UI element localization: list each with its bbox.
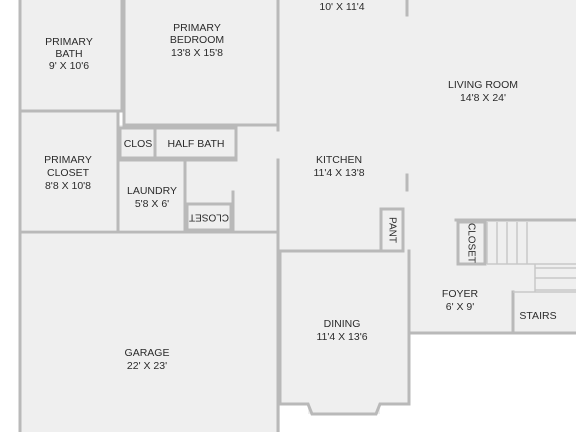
stairs-name: STAIRS <box>519 310 556 322</box>
garage-dims: 22' X 23' <box>127 360 167 372</box>
room-labels: 10' X 11'4 PRIMARY BATH 9' X 10'6 PRIMAR… <box>44 1 556 372</box>
primary-bath-dims: 9' X 10'6 <box>49 60 89 72</box>
closet-foyer-name: CLOSET <box>465 223 476 263</box>
primary-bedroom-name2: BEDROOM <box>170 34 224 46</box>
floor-primary-bedroom <box>124 0 278 125</box>
primary-bedroom-dims: 13'8 X 15'8 <box>171 47 223 59</box>
living-room-dims: 14'8 X 24' <box>460 92 506 104</box>
wall-half-bath <box>153 126 238 160</box>
pant-name: PANT <box>386 217 397 243</box>
clos-name: CLOS <box>124 138 153 150</box>
half-bath-name: HALF BATH <box>168 138 225 150</box>
primary-bath-name: PRIMARY <box>45 36 93 48</box>
primary-closet-dims: 8'8 X 10'8 <box>45 180 91 192</box>
garage-name: GARAGE <box>125 347 170 359</box>
primary-bath-name2: BATH <box>55 48 82 60</box>
walls <box>18 0 576 432</box>
primary-closet-name: PRIMARY <box>44 154 92 166</box>
wall-closet-small <box>185 202 233 232</box>
exterior-right <box>409 333 576 432</box>
stair-treads <box>486 222 576 293</box>
wall-pantry <box>379 207 405 253</box>
floor-areas <box>20 0 576 432</box>
floor-garage <box>20 232 278 432</box>
dining-dims: 11'4 X 13'6 <box>316 331 367 343</box>
living-room-name: LIVING ROOM <box>448 79 518 91</box>
primary-bedroom-name: PRIMARY <box>173 22 221 34</box>
floor-core <box>118 125 278 230</box>
wall-dining-bottom <box>278 402 411 416</box>
kitchen-dims: 11'4 X 13'8 <box>313 167 364 179</box>
dining-name: DINING <box>324 318 361 330</box>
laundry-name: LAUNDRY <box>127 185 177 197</box>
laundry-dims: 5'8 X 6' <box>135 198 169 210</box>
foyer-dims: 6' X 9' <box>446 301 475 313</box>
foyer-name: FOYER <box>442 288 479 300</box>
floor-primary-bath <box>20 0 122 110</box>
primary-closet-name2: CLOSET <box>47 167 90 179</box>
kitchen-name: KITCHEN <box>316 154 362 166</box>
exterior-areas <box>280 333 576 432</box>
top-room-dims: 10' X 11'4 <box>319 1 364 13</box>
floor-primary-closet <box>20 112 118 230</box>
wall-closet-foyer <box>456 220 487 266</box>
closet-small-name: CLOSET <box>189 211 229 222</box>
floor-dining-bay-2 <box>308 400 380 414</box>
